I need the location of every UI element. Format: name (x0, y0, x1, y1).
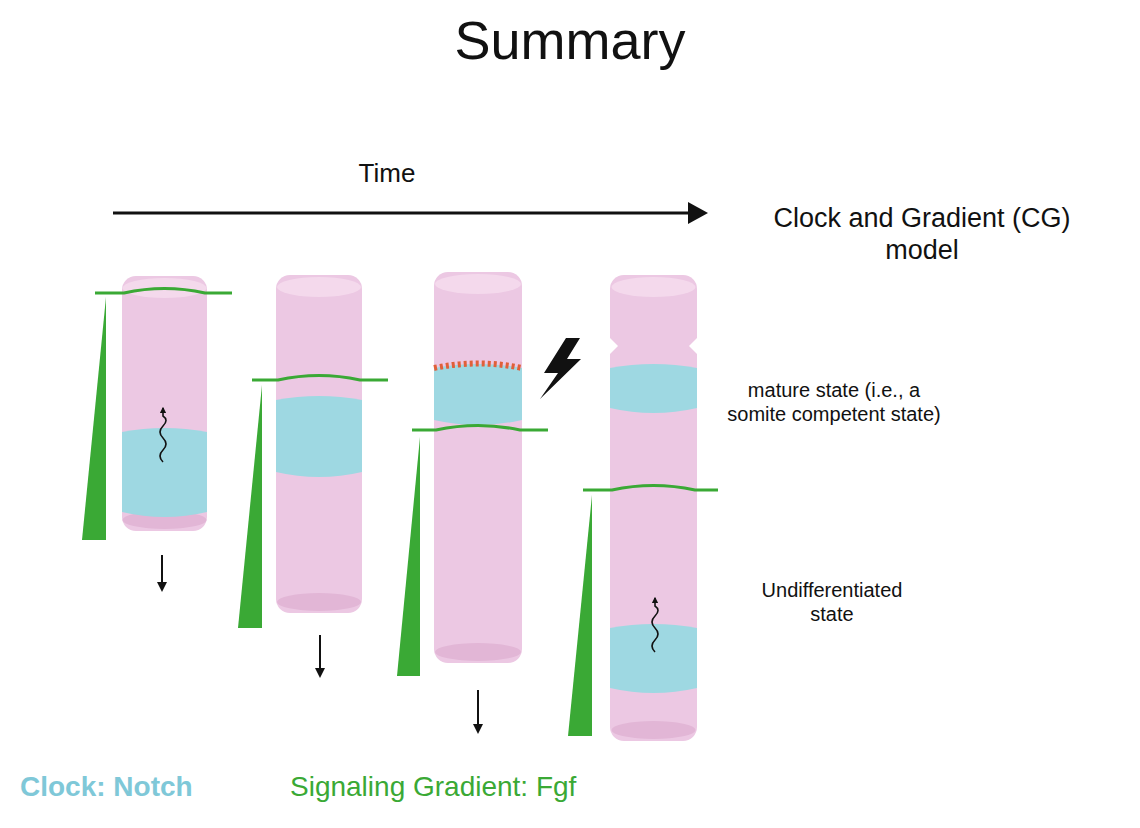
axis-label: Time (307, 158, 467, 189)
fgf-gradient (568, 495, 592, 736)
cylinder-body (610, 275, 697, 741)
somite-boundary (434, 364, 522, 369)
psm-cylinder (238, 275, 388, 676)
state-note: mature state (i.e., a somite competent s… (725, 378, 943, 426)
somite-notch (689, 336, 699, 356)
cylinder-bottom (277, 593, 361, 611)
fgf-gradient (238, 385, 262, 628)
cylinder-bottom (612, 721, 696, 739)
cylinder-bottom (435, 643, 521, 661)
determination-front (412, 426, 548, 431)
clock-band (122, 428, 207, 517)
cylinder-top (435, 274, 521, 294)
psm-cylinder (82, 276, 232, 590)
psm-cylinder (397, 272, 581, 732)
clock-wave-arrow (160, 408, 166, 462)
clock-band (610, 624, 697, 693)
cylinder-top (612, 277, 696, 297)
determination-front (95, 289, 232, 294)
cylinder-body (122, 276, 207, 531)
time-arrow-line (113, 212, 692, 215)
growth-arrow (161, 555, 163, 590)
somite-notch (608, 336, 618, 356)
clock-key: Clock: Notch (20, 770, 280, 804)
gradient-key: Signaling Gradient: Fgf (290, 770, 710, 804)
determination-front (252, 376, 388, 381)
fgf-gradient (397, 437, 420, 676)
psm-cylinder (568, 275, 718, 741)
determination-front (583, 486, 718, 491)
cylinder-body (276, 275, 362, 613)
clock-band (276, 396, 362, 477)
clock-band (610, 364, 697, 413)
state-note: Undifferentiated state (741, 578, 923, 626)
time-arrow-head (688, 202, 708, 224)
cylinder-top (277, 277, 361, 297)
growth-arrow (319, 635, 321, 676)
growth-arrow (477, 690, 479, 732)
lightning-symbol (540, 338, 581, 399)
slide-title: Summary (0, 8, 1140, 73)
clock-wave-arrow (652, 598, 658, 652)
clock-band (434, 364, 522, 425)
model-label: Clock and Gradient (CG) model (752, 202, 1092, 267)
fgf-gradient (82, 297, 106, 540)
cylinder-body (434, 272, 522, 663)
